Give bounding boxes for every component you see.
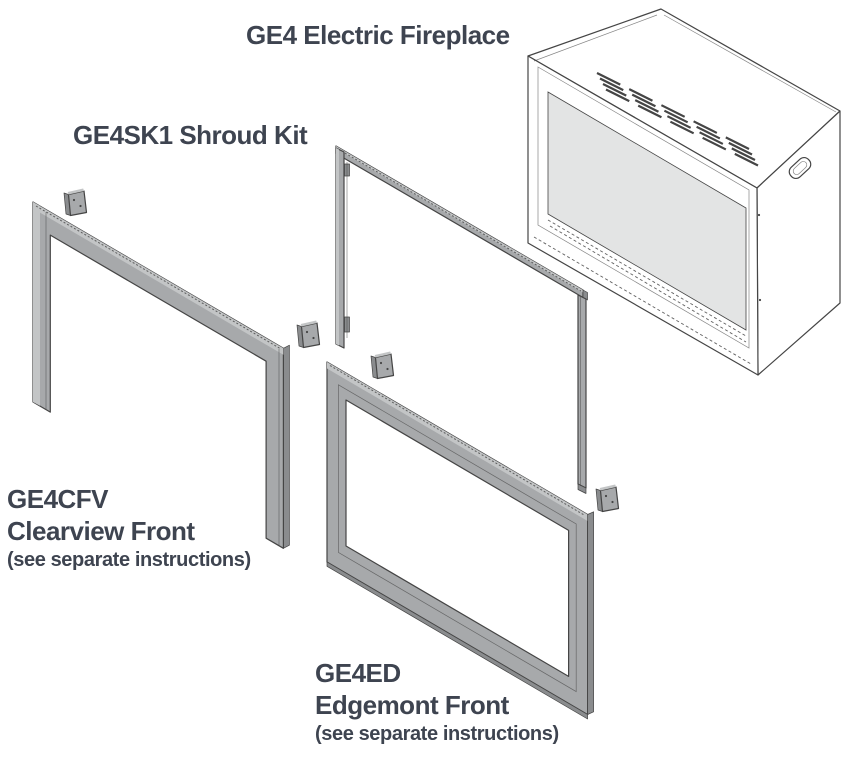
shroud-kit-drawing [335, 145, 588, 494]
clearview-name: Clearview Front [7, 516, 195, 546]
mounting-bracket-drawing [595, 483, 620, 513]
mounting-bracket-drawing [370, 350, 395, 380]
edgemont-note: (see separate instructions) [315, 723, 559, 745]
clearview-frame [32, 201, 284, 549]
shroud-right-leg [577, 294, 587, 489]
edgemont-code: GE4ED [315, 658, 401, 688]
side-handle [788, 156, 812, 180]
label-fireplace: GE4 Electric Fireplace [246, 20, 510, 50]
clearview-code: GE4CFV [7, 484, 109, 514]
fireplace-glass-panel [547, 91, 747, 331]
top-vents [596, 72, 759, 167]
fireplace-unit-drawing [527, 8, 841, 376]
edgemont-front-drawing [326, 361, 594, 720]
mounting-bracket-drawing [296, 319, 321, 349]
edgemont-name: Edgemont Front [315, 690, 509, 720]
label-shroud-kit: GE4SK1 Shroud Kit [73, 120, 308, 150]
clearview-front-drawing [32, 201, 290, 549]
mounting-bracket-drawing [63, 187, 88, 217]
label-clearview: GE4CFV Clearview Front (see separate ins… [7, 483, 251, 574]
clearview-note: (see separate instructions) [7, 549, 251, 571]
label-edgemont: GE4ED Edgemont Front (see separate instr… [315, 657, 559, 748]
